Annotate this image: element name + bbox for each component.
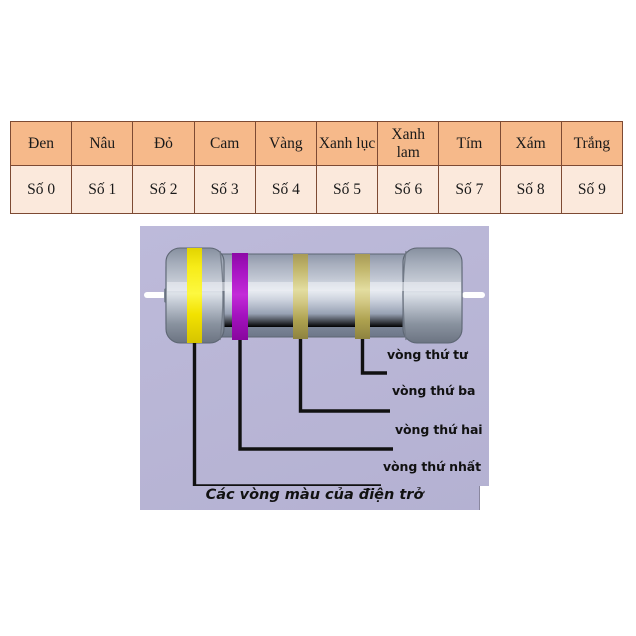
corner-notch	[479, 486, 489, 510]
leader-line-band1	[192, 343, 381, 486]
body-highlight	[167, 282, 461, 291]
table-value-row: Số 0 Số 1 Số 2 Số 3 Số 4 Số 5 Số 6 Số 7 …	[9, 165, 624, 214]
leader-line-band4	[360, 339, 387, 375]
label-band-2: vòng thứ hai	[395, 422, 483, 437]
resistor-illustration: vòng thứ tư vòng thứ ba vòng thứ hai vòn…	[140, 226, 489, 510]
color-band-2-violet	[232, 253, 248, 340]
color-name-3: Cam	[210, 134, 240, 152]
color-name-1: Nâu	[89, 134, 116, 152]
color-name-6: Xanh lam	[391, 126, 425, 161]
label-band-4: vòng thứ tư	[387, 347, 468, 362]
left-lead-wire	[144, 292, 166, 298]
right-cap-seam	[402, 250, 407, 341]
right-end-cap	[402, 247, 463, 344]
table-cell-digit: Số 6	[377, 165, 440, 214]
table-header-row: Đen Nâu Đỏ Cam Vàng Xanh lục Xanh lam Tí…	[9, 121, 624, 166]
resistor-color-code-table: Đen Nâu Đỏ Cam Vàng Xanh lục Xanh lam Tí…	[9, 121, 624, 214]
table-cell-digit: Số 2	[132, 165, 195, 214]
label-band-3: vòng thứ ba	[392, 383, 476, 398]
table-cell-color-name: Xanh lam	[377, 121, 440, 166]
table-cell-digit: Số 4	[254, 165, 317, 214]
resistor-diagram-svg	[144, 247, 485, 486]
label-band-1: vòng thứ nhất	[383, 459, 481, 474]
table-cell-color-name: Tím	[438, 121, 501, 166]
table-cell-color-name: Vàng	[254, 121, 317, 166]
color-name-0: Đen	[28, 134, 54, 152]
table-cell-color-name: Đen	[9, 121, 73, 166]
right-lead-wire	[462, 292, 485, 298]
color-name-2: Đỏ	[153, 134, 173, 152]
figure-caption: Các vòng màu của điện trở	[205, 487, 424, 503]
leader-line-band3	[298, 339, 390, 413]
color-band-4-gold	[355, 254, 370, 339]
table-cell-digit: Số 3	[193, 165, 256, 214]
color-band-1-yellow	[187, 248, 202, 343]
color-band-3-gold	[293, 254, 308, 339]
table-cell-digit: Số 8	[499, 165, 562, 214]
table-cell-digit: Số 7	[438, 165, 501, 214]
table-cell-digit: Số 0	[9, 165, 73, 214]
table-cell-color-name: Nâu	[71, 121, 134, 166]
table-cell-digit: Số 5	[315, 165, 379, 214]
table-cell-color-name: Cam	[193, 121, 256, 166]
table-cell-color-name: Trắng	[560, 121, 624, 166]
left-cap-seam	[219, 250, 224, 341]
table-cell-color-name: Xanh lục	[315, 121, 379, 166]
leader-line-band2	[238, 340, 393, 451]
color-name-4: Vàng	[269, 134, 303, 152]
color-name-9: Trắng	[573, 134, 611, 152]
color-name-7: Tím	[456, 134, 483, 152]
table-cell-digit: Số 9	[560, 165, 624, 214]
color-name-8: Xám	[515, 134, 546, 152]
table-cell-color-name: Xám	[499, 121, 562, 166]
table-cell-digit: Số 1	[71, 165, 134, 214]
table-cell-color-name: Đỏ	[132, 121, 195, 166]
color-name-5: Xanh lục	[318, 134, 376, 152]
